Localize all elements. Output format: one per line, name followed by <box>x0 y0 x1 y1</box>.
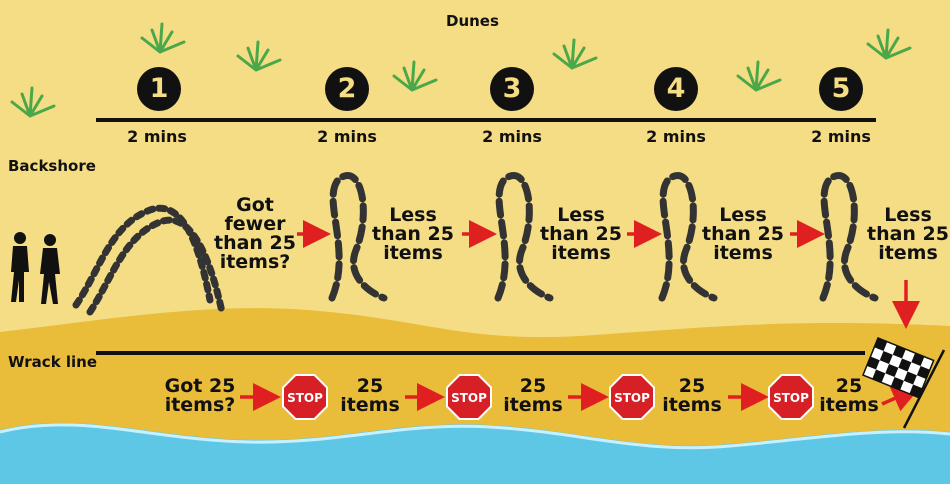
wave-foam <box>0 423 950 450</box>
step-number-4: 4 <box>654 67 698 111</box>
question-got-25: Got 25 items? <box>145 377 255 415</box>
stop-label-1: 25 items <box>315 377 425 415</box>
stop-label-4: 25 items <box>794 377 904 415</box>
stop-label-unit: items <box>819 394 879 416</box>
question-fewer-line2: fewer <box>224 213 286 235</box>
question-got25-line1: Got 25 <box>164 375 236 397</box>
less-line2: than 25 <box>539 223 622 245</box>
winding-path-icon <box>328 172 879 302</box>
less-than-25-label-3: Less than 25 items <box>688 206 798 263</box>
stop-sign-text: STOP <box>287 391 323 405</box>
less-line2: than 25 <box>701 223 784 245</box>
step-number-1: 1 <box>137 67 181 111</box>
people-walking-icon <box>11 232 60 304</box>
less-line3: items <box>713 242 773 264</box>
zone-label-backshore: Backshore <box>8 157 96 175</box>
step-time-5: 2 mins <box>811 127 871 146</box>
question-got25-line2: items? <box>164 394 236 416</box>
step-time-1: 2 mins <box>127 127 187 146</box>
stop-label-count: 25 <box>519 375 547 397</box>
stop-label-count: 25 <box>678 375 706 397</box>
step-number-3: 3 <box>490 67 534 111</box>
less-line2: than 25 <box>371 223 454 245</box>
stop-label-2: 25 items <box>478 377 588 415</box>
less-line3: items <box>551 242 611 264</box>
stop-label-unit: items <box>662 394 722 416</box>
less-line3: items <box>383 242 443 264</box>
less-line3: items <box>878 242 938 264</box>
zone-label-wrack-line: Wrack line <box>8 353 98 371</box>
step-number-2: 2 <box>325 67 369 111</box>
stop-sign-icon: STOP <box>282 374 328 420</box>
step-time-4: 2 mins <box>646 127 706 146</box>
stop-sign-text: STOP <box>773 391 809 405</box>
less-than-25-label-4: Less than 25 items <box>853 206 950 263</box>
stop-sign-text: STOP <box>451 391 487 405</box>
less-line1: Less <box>884 204 932 226</box>
stop-sign-icon: STOP <box>609 374 655 420</box>
less-line1: Less <box>557 204 605 226</box>
grass-tuft-icon <box>10 22 912 118</box>
stop-label-3: 25 items <box>637 377 747 415</box>
question-fewer-line4: items? <box>219 251 291 273</box>
stop-label-unit: items <box>503 394 563 416</box>
step-number-5: 5 <box>819 67 863 111</box>
less-line1: Less <box>719 204 767 226</box>
less-than-25-label-1: Less than 25 items <box>358 206 468 263</box>
less-than-25-label-2: Less than 25 items <box>526 206 636 263</box>
stop-label-count: 25 <box>356 375 384 397</box>
footprints-icon <box>72 204 214 309</box>
zone-label-dunes: Dunes <box>446 12 499 30</box>
question-fewer-line3: than 25 <box>213 232 296 254</box>
step-time-3: 2 mins <box>482 127 542 146</box>
less-line1: Less <box>389 204 437 226</box>
less-line2: than 25 <box>866 223 949 245</box>
stop-label-unit: items <box>340 394 400 416</box>
checkered-flag-icon <box>862 337 946 429</box>
flow-arrows <box>240 220 921 412</box>
water-band <box>0 422 950 484</box>
question-fewer-than-25: Got fewer than 25 items? <box>200 196 310 272</box>
stop-sign-text: STOP <box>614 391 650 405</box>
step-time-2: 2 mins <box>317 127 377 146</box>
question-fewer-line1: Got <box>236 194 274 216</box>
stop-label-count: 25 <box>835 375 863 397</box>
stop-sign-icon: STOP <box>446 374 492 420</box>
stop-sign-icon: STOP <box>768 374 814 420</box>
